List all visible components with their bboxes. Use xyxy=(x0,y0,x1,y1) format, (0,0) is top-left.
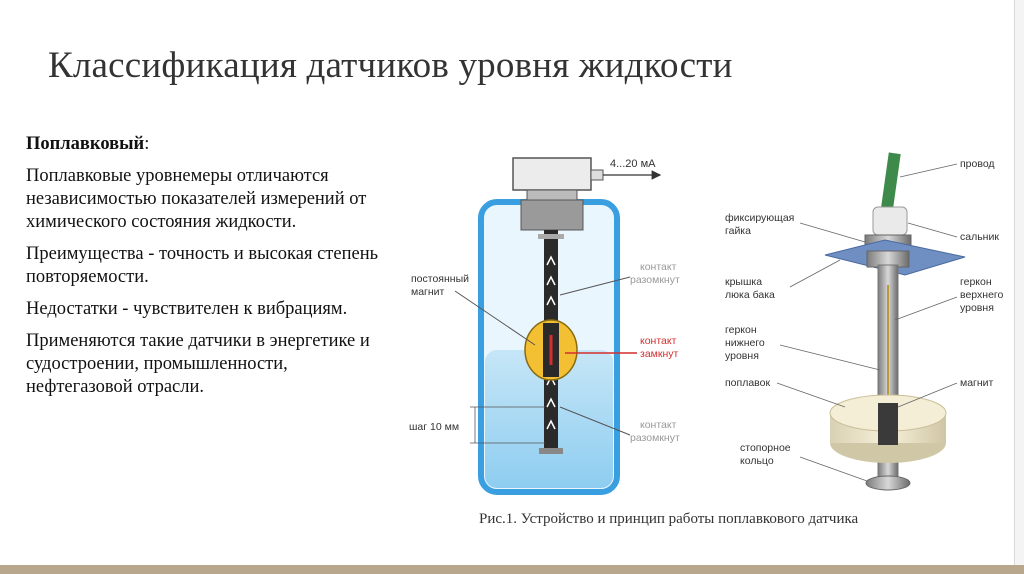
leader-float xyxy=(776,382,846,408)
leader-wire xyxy=(899,163,958,178)
label-upper-reed-1: геркон xyxy=(960,276,992,288)
label-upper-reed-3: уровня xyxy=(960,302,994,314)
leader-tank-lid xyxy=(789,259,841,288)
contact-open-top-1: контакт xyxy=(640,261,677,273)
slide-bottom-bar xyxy=(0,565,1024,574)
label-lower-reed-1: геркон xyxy=(725,324,757,336)
label-tank-lid-1: крышка xyxy=(725,276,762,288)
label-stop-ring-2: кольцо xyxy=(740,455,774,467)
contact-open-bottom-leader xyxy=(559,406,631,436)
leader-fixing-nut xyxy=(799,222,866,243)
label-lower-reed-2: нижнего xyxy=(725,337,765,349)
subheading-suffix: : xyxy=(144,134,150,154)
label-magnet: магнит xyxy=(960,377,994,389)
reed-switch-top xyxy=(546,255,556,306)
subheading: Поплавковый xyxy=(26,134,145,154)
slide-title: Классификация датчиков уровня жидкости xyxy=(48,45,733,86)
rod-end xyxy=(539,448,563,454)
leader-lower-reed xyxy=(779,344,881,371)
stop-ring xyxy=(865,475,911,491)
label-stop-ring-1: стопорное xyxy=(740,442,791,454)
label-upper-reed-2: верхнего xyxy=(960,289,1004,301)
text-block: Поплавковый: Поплавковые уровнемеры отли… xyxy=(26,133,391,408)
gland-part xyxy=(872,206,908,236)
subheading-line: Поплавковый: xyxy=(26,133,391,156)
label-lower-reed-3: уровня xyxy=(725,350,759,362)
output-label: 4...20 мА xyxy=(610,158,656,170)
magnet-label-2: магнит xyxy=(411,286,445,298)
label-fixing-nut-1: фиксирующая xyxy=(725,212,794,224)
connector xyxy=(590,169,604,181)
left-schematic: 4...20 мА постоянный магнит контакт разо… xyxy=(409,157,680,495)
figure-caption: Рис.1. Устройство и принцип работы попла… xyxy=(479,511,859,527)
leader-magnet xyxy=(897,382,958,408)
flange xyxy=(526,189,578,201)
paragraph-disadvantages: Недостатки - чувствителен к вибрациям. xyxy=(26,299,348,319)
leader-upper-reed xyxy=(894,296,958,321)
leader-gland xyxy=(907,222,958,238)
label-wire: провод xyxy=(960,158,995,170)
label-tank-lid-2: люка бака xyxy=(725,289,775,301)
contact-open-bottom-2: разомкнут xyxy=(630,432,680,444)
sensor-diagram: 4...20 мА постоянный магнит контакт разо… xyxy=(409,152,1004,495)
paragraph-applications: Применяются такие датчики в энергетике и… xyxy=(26,331,370,397)
label-gland: сальник xyxy=(960,231,999,243)
contact-open-bottom-1: контакт xyxy=(640,419,677,431)
mount xyxy=(520,199,584,231)
wire xyxy=(881,152,901,209)
label-float: поплавок xyxy=(725,377,770,389)
contact-open-top-leader xyxy=(559,276,631,296)
leader-stop-ring xyxy=(799,456,868,482)
label-fixing-nut-2: гайка xyxy=(725,225,751,237)
slide-right-edge xyxy=(1014,0,1024,574)
rod-cap xyxy=(538,234,564,239)
contact-open-top-2: разомкнут xyxy=(630,274,680,286)
magnet-leader xyxy=(454,290,536,346)
transmitter-head xyxy=(512,157,592,191)
contact-closed-2: замкнут xyxy=(640,348,679,360)
paragraph-advantages: Преимущества - точность и высокая степен… xyxy=(26,244,379,287)
contact-closed-1: контакт xyxy=(640,335,677,347)
magnet-label-1: постоянный xyxy=(411,273,469,285)
float-slot xyxy=(878,403,898,445)
right-sensor: провод фиксирующая гайка сальник крышка … xyxy=(725,152,1004,491)
paragraph-description: Поплавковые уровнемеры отличаются незави… xyxy=(26,166,367,232)
step-label: шаг 10 мм xyxy=(409,421,459,433)
